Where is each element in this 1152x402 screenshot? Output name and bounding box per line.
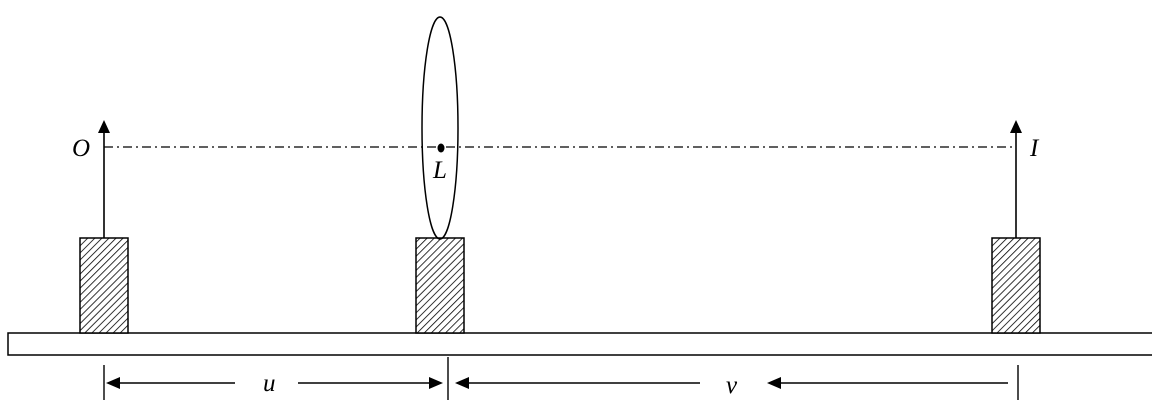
object-stand [79,237,129,334]
lens-optical-centre [437,143,445,153]
image-stand [991,237,1041,334]
image-label: I [1029,135,1040,162]
v-right-arrowhead [767,377,781,389]
object-label: O [72,135,90,162]
object-arrowhead [98,120,110,133]
u-label: u [263,370,276,397]
u-left-arrowhead [106,377,120,389]
u-right-arrowhead [429,377,443,389]
convex-lens [421,16,459,240]
image-arrowhead [1010,120,1022,133]
optical-bench [7,332,1152,356]
v-left-arrowhead [455,377,469,389]
lens-stand [415,237,465,334]
v-label: v [726,372,738,399]
lens-label: L [432,157,447,184]
